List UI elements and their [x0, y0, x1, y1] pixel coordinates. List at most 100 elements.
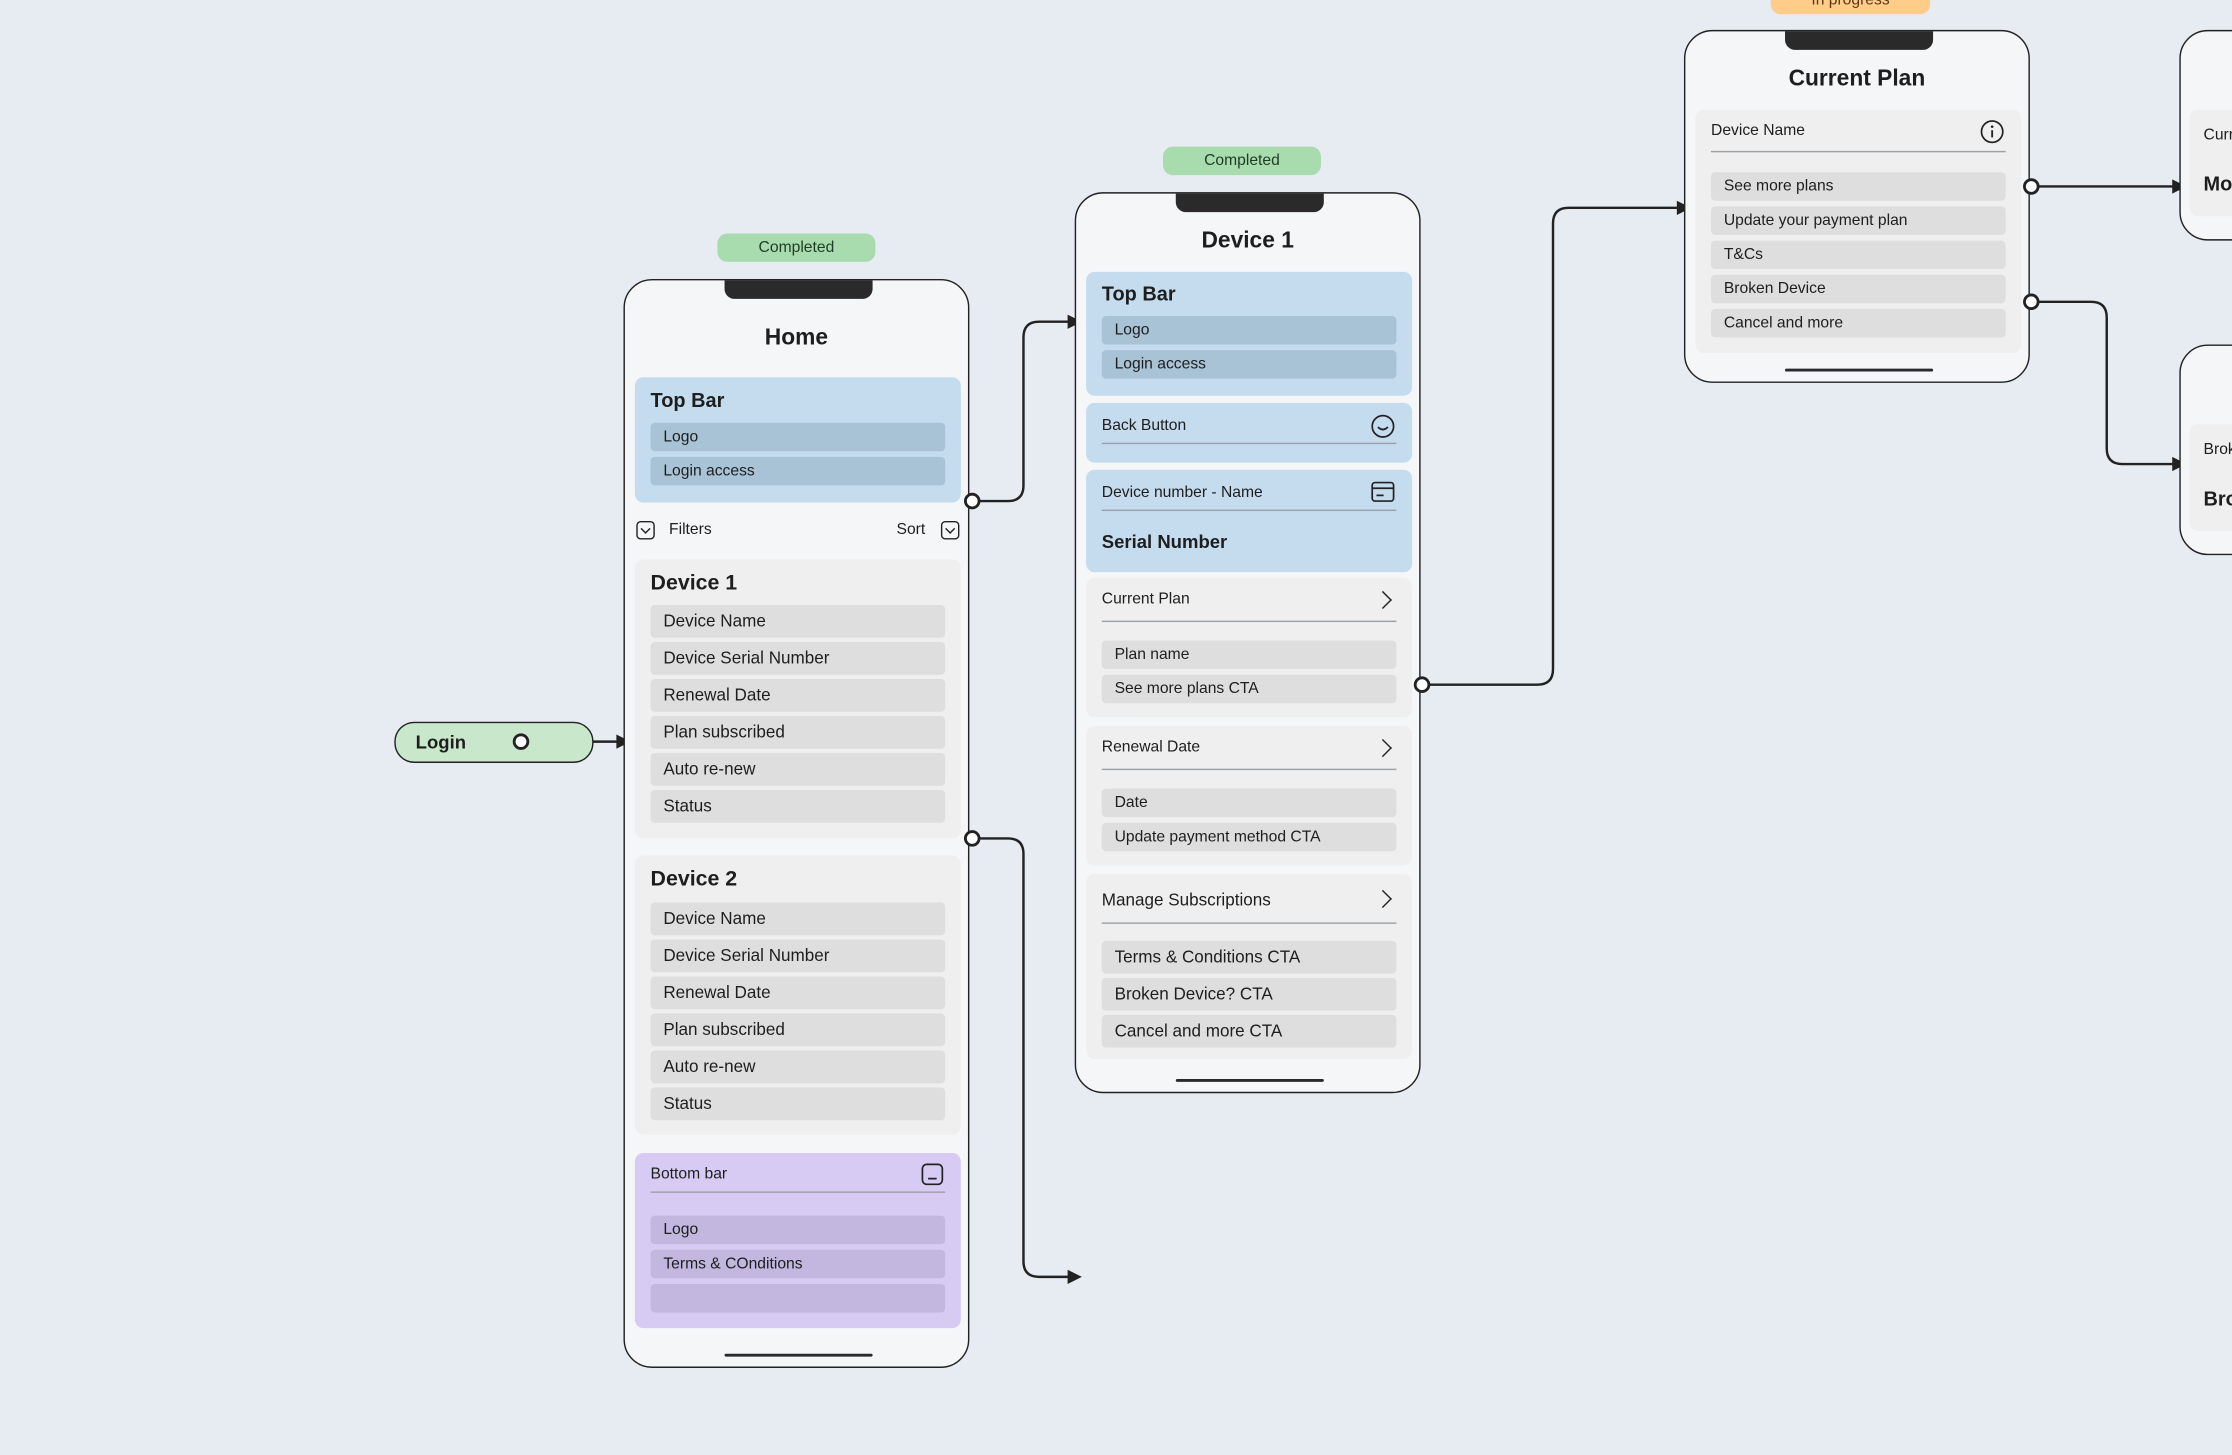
device-serial-item: Device Serial Number	[650, 939, 946, 973]
serial-number-title: Serial Number	[1101, 530, 1228, 553]
bottom-bar-title: Bottom bar	[650, 1165, 728, 1183]
connector-plan-bottom	[2031, 300, 2174, 466]
home-top-bar: Top Bar Logo Login access	[634, 377, 961, 503]
see-more-plans-item[interactable]: See more plans	[1711, 172, 2006, 201]
broken-device-item[interactable]: Broken Device	[1711, 274, 2006, 304]
partial-value: Bro	[2203, 486, 2232, 510]
device-info-block: Device number - Name Serial Number	[1086, 469, 1413, 573]
bottom-bar-header: Bottom bar	[650, 1163, 946, 1193]
chevron-right-icon[interactable]	[1373, 889, 1392, 908]
info-icon[interactable]	[1980, 120, 2004, 144]
update-payment-plan-item[interactable]: Update your payment plan	[1711, 206, 2006, 235]
terms-cta[interactable]: Terms & Conditions CTA	[1101, 940, 1397, 974]
notch	[1785, 31, 1934, 50]
cancel-more-item[interactable]: Cancel and more	[1711, 308, 2006, 338]
home-title: Home	[764, 325, 829, 351]
plan-name-item: Plan name	[1101, 640, 1397, 670]
device-top-bar: Top Bar Logo Login access	[1086, 271, 1413, 396]
current-plan-header: Current Plan	[1101, 590, 1397, 623]
chevron-right-icon[interactable]	[1373, 738, 1392, 758]
device-2-title: Device 2	[650, 866, 738, 892]
device-1-title: Device 1	[650, 570, 738, 596]
plan-title: Current Plan	[1788, 66, 1926, 92]
connector-home-device2	[972, 837, 1070, 1279]
partial-screen-bottom[interactable]: Brok Bro	[2179, 344, 2232, 556]
device-status-badge: Completed	[1162, 146, 1321, 176]
plan-details-block: Device Name See more plans Update your p…	[1695, 109, 2022, 354]
top-bar-title: Top Bar	[650, 388, 725, 412]
renewal-date-header: Renewal Date	[1101, 738, 1397, 771]
partial-label: Curr	[2203, 126, 2232, 144]
partial-block: Brok Bro	[2189, 424, 2232, 531]
auto-renew-item: Auto re-new	[650, 1050, 946, 1084]
back-button-header: Back Button	[1101, 414, 1397, 445]
chevron-down-icon[interactable]	[940, 520, 960, 540]
notch	[1175, 193, 1324, 213]
chevron-down-icon[interactable]	[636, 520, 655, 540]
plan-subscribed-item: Plan subscribed	[650, 716, 946, 749]
device-name-header: Device Name	[1711, 120, 2006, 153]
card-icon	[1371, 481, 1395, 502]
device-1-card[interactable]: Device 1 Device Name Device Serial Numbe…	[634, 559, 961, 839]
notch	[724, 280, 873, 299]
partial-screen-top[interactable]: Curr Mo	[2179, 29, 2232, 241]
manage-subscriptions-label[interactable]: Manage Subscriptions	[1101, 889, 1271, 910]
device-name-item: Device Name	[650, 902, 946, 936]
manage-subscriptions-header: Manage Subscriptions	[1101, 889, 1397, 924]
home-status-badge: Completed	[717, 233, 876, 262]
logo-item: Logo	[650, 422, 946, 452]
partial-block: Curr Mo	[2189, 109, 2232, 217]
renewal-date-item: Renewal Date	[650, 678, 946, 712]
home-indicator	[1785, 368, 1934, 372]
login-access-item[interactable]: Login access	[1101, 350, 1397, 379]
auto-renew-item: Auto re-new	[650, 753, 946, 786]
partial-label: Brok	[2203, 441, 2232, 459]
renewal-date-item: Renewal Date	[650, 976, 946, 1010]
device-name-label: Device Name	[1711, 122, 1806, 140]
broken-device-cta[interactable]: Broken Device? CTA	[1101, 977, 1397, 1011]
renewal-date-block[interactable]: Renewal Date Date Update payment method …	[1086, 725, 1413, 866]
window-icon	[921, 1163, 944, 1186]
date-item: Date	[1101, 788, 1397, 818]
device-screen[interactable]: Device 1 Top Bar Logo Login access Back …	[1074, 192, 1421, 1094]
filters-label[interactable]: Filters	[669, 520, 712, 539]
sort-label[interactable]: Sort	[896, 520, 926, 539]
connector-home-device	[972, 320, 1070, 503]
see-more-plans-cta[interactable]: See more plans CTA	[1101, 674, 1397, 704]
login-node[interactable]: Login	[394, 721, 594, 763]
current-plan-screen[interactable]: Current Plan Device Name See more plans …	[1683, 29, 2030, 383]
plan-subscribed-item: Plan subscribed	[650, 1013, 946, 1047]
empty-item	[650, 1283, 946, 1313]
device-title: Device 1	[1201, 229, 1294, 254]
plan-status-badge: In progress	[1770, 0, 1931, 15]
login-label: Login	[415, 731, 467, 754]
cancel-cta[interactable]: Cancel and more CTA	[1101, 1014, 1397, 1048]
device-name-item: Device Name	[650, 604, 946, 638]
home-screen[interactable]: Home Top Bar Logo Login access Filters S…	[623, 279, 970, 1368]
arrowhead	[1067, 1269, 1082, 1284]
home-indicator	[724, 1353, 873, 1357]
home-indicator	[1175, 1078, 1324, 1082]
current-plan-block[interactable]: Current Plan Plan name See more plans CT…	[1086, 577, 1413, 718]
device-2-card[interactable]: Device 2 Device Name Device Serial Numbe…	[634, 855, 961, 1135]
back-button-label[interactable]: Back Button	[1101, 417, 1187, 435]
update-payment-cta[interactable]: Update payment method CTA	[1101, 822, 1397, 852]
terms-item[interactable]: Terms & COnditions	[650, 1249, 946, 1279]
device-number-header: Device number - Name	[1101, 481, 1397, 512]
device-serial-item: Device Serial Number	[650, 641, 946, 675]
smiley-icon	[1371, 414, 1395, 438]
login-access-item[interactable]: Login access	[650, 456, 946, 486]
back-button-block[interactable]: Back Button	[1086, 402, 1413, 463]
logo-item: Logo	[650, 1215, 946, 1245]
tcs-item[interactable]: T&Cs	[1711, 240, 2006, 270]
device-number-label: Device number - Name	[1101, 483, 1263, 502]
top-bar-title: Top Bar	[1101, 281, 1176, 305]
renewal-date-label[interactable]: Renewal Date	[1101, 738, 1201, 756]
partial-value: Mo	[2203, 172, 2232, 196]
status-item: Status	[650, 1087, 946, 1121]
manage-subscriptions-block[interactable]: Manage Subscriptions Terms & Conditions …	[1086, 874, 1413, 1060]
connector-device-plan	[1422, 206, 1679, 686]
logo-item: Logo	[1101, 316, 1397, 345]
chevron-right-icon[interactable]	[1373, 590, 1392, 610]
current-plan-label[interactable]: Current Plan	[1101, 590, 1190, 608]
